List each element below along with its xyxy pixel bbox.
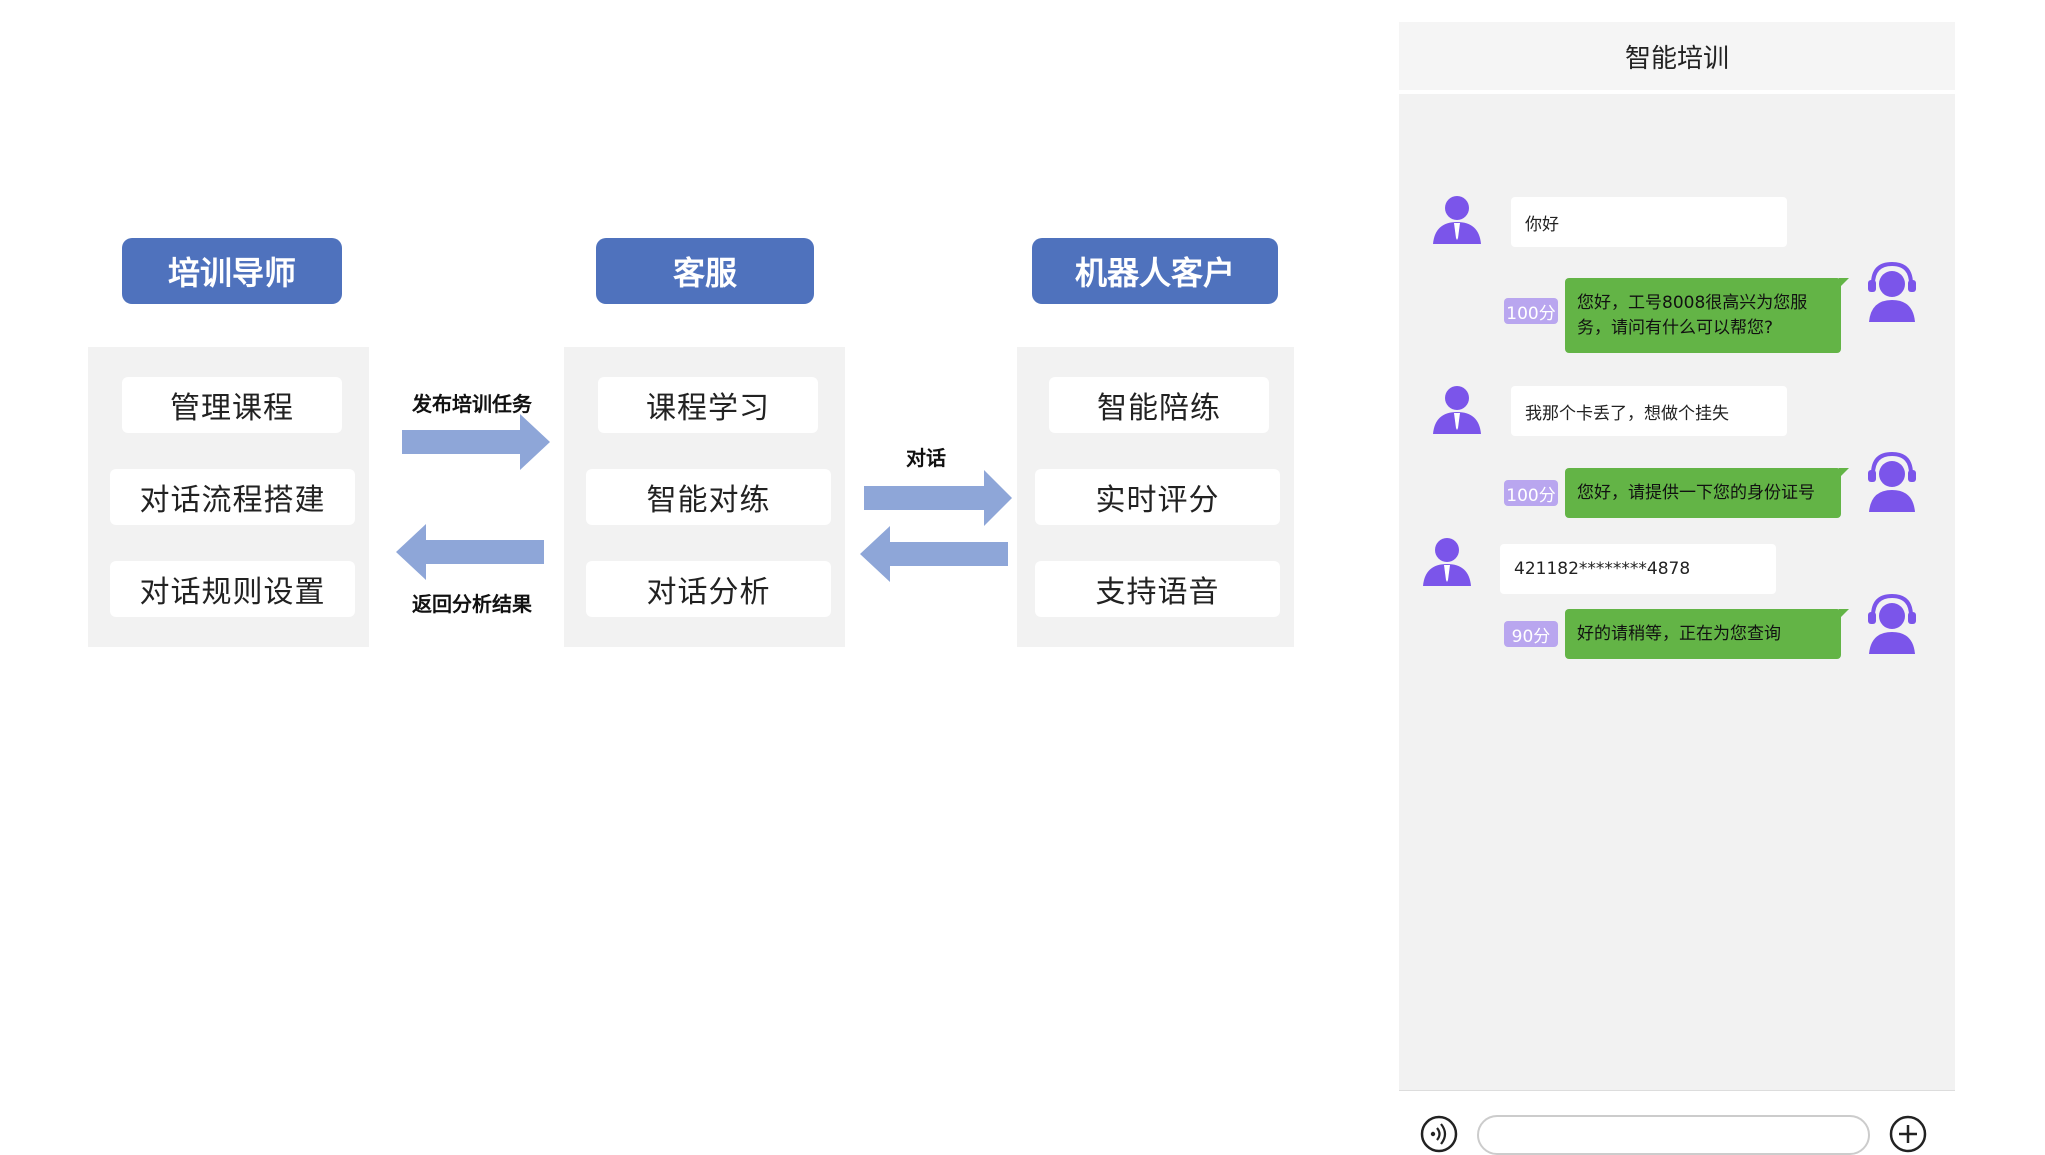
plus-icon[interactable] — [1889, 1115, 1927, 1153]
trainer-item-dialog-flow: 对话流程搭建 — [110, 469, 355, 525]
agent-item-course-study: 课程学习 — [598, 377, 818, 433]
agent-item-smart-practice: 智能对练 — [586, 469, 831, 525]
robot-item-realtime-score: 实时评分 — [1035, 469, 1280, 525]
agent-item-dialog-analysis: 对话分析 — [586, 561, 831, 617]
publish-arrow-right — [402, 414, 550, 470]
voice-icon[interactable] — [1420, 1115, 1458, 1153]
dialog-arrow-left — [860, 526, 1008, 582]
customer-message-3: 421182********4878 — [1500, 544, 1776, 594]
agent-headset-avatar-icon — [1868, 451, 1916, 512]
agent-message-2: 您好，请提供一下您的身份证号 — [1565, 468, 1849, 518]
agent-headset-avatar-icon — [1868, 593, 1916, 654]
dialog-label: 对话 — [906, 446, 946, 470]
dialog-arrow-right — [864, 470, 1012, 526]
return-result-label: 返回分析结果 — [412, 592, 532, 616]
column-header-trainer: 培训导师 — [122, 238, 342, 304]
trainer-panel: 管理课程 对话流程搭建 对话规则设置 — [88, 347, 369, 647]
score-badge-1: 100分 — [1504, 298, 1558, 324]
robot-item-voice-support: 支持语音 — [1035, 561, 1280, 617]
publish-task-label: 发布培训任务 — [412, 392, 532, 416]
chat-input-bar — [1399, 1090, 1955, 1155]
column-header-robot-customer: 机器人客户 — [1032, 238, 1278, 304]
robot-panel: 智能陪练 实时评分 支持语音 — [1017, 347, 1294, 647]
chat-title: 智能培训 — [1399, 22, 1955, 94]
trainer-item-dialog-rules: 对话规则设置 — [110, 561, 355, 617]
agent-panel: 课程学习 智能对练 对话分析 — [564, 347, 845, 647]
column-header-agent: 客服 — [596, 238, 814, 304]
return-arrow-left — [396, 524, 544, 580]
chat-window: 智能培训 你好 100分 您好，工号8008很高兴为您服 务，请问有什么可以帮您… — [1399, 22, 1955, 1155]
agent-headset-avatar-icon — [1868, 261, 1916, 322]
trainer-item-manage-course: 管理课程 — [122, 377, 342, 433]
score-badge-3: 90分 — [1504, 621, 1558, 647]
agent-message-1: 您好，工号8008很高兴为您服 务，请问有什么可以帮您? — [1565, 278, 1849, 353]
customer-avatar-icon — [1433, 386, 1481, 434]
chat-message-input[interactable] — [1477, 1115, 1870, 1155]
score-badge-2: 100分 — [1504, 480, 1558, 506]
customer-message-2: 我那个卡丢了，想做个挂失 — [1511, 386, 1787, 436]
customer-avatar-icon — [1423, 538, 1471, 586]
robot-item-smart-companion: 智能陪练 — [1049, 377, 1269, 433]
agent-message-1-line-2: 务，请问有什么可以帮您? — [1577, 317, 1774, 338]
agent-message-3: 好的请稍等，正在为您查询 — [1565, 609, 1849, 659]
customer-message-1: 你好 — [1511, 197, 1787, 247]
customer-avatar-icon — [1433, 196, 1481, 244]
agent-message-1-line-1: 您好，工号8008很高兴为您服 — [1577, 292, 1808, 313]
